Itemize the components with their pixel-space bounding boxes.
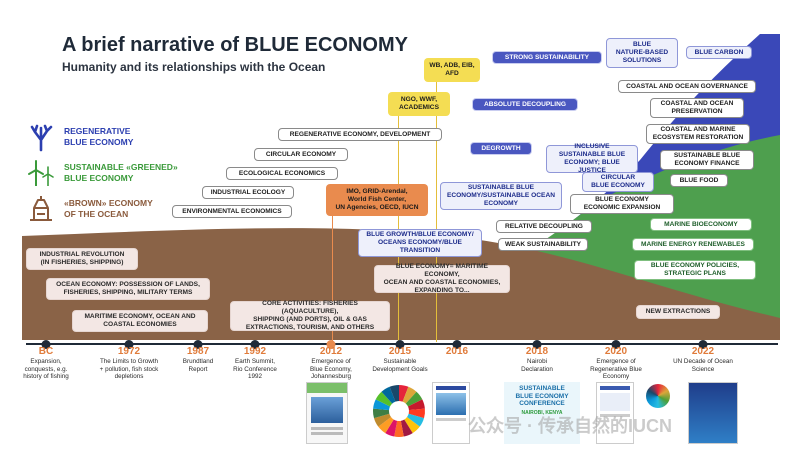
timeline-dot-1972 bbox=[124, 340, 134, 349]
timeline-year-1972: 1972 bbox=[117, 346, 141, 357]
label-weak-sustainability: WEAK SUSTAINABILITY bbox=[498, 238, 588, 251]
label-blue-food: BLUE FOOD bbox=[670, 174, 728, 187]
timeline-year-2012: 2012 bbox=[319, 346, 343, 357]
timeline-event-2022: UN Decade of Ocean Science bbox=[673, 358, 733, 373]
label-coastal-ocean-governance: COASTAL AND OCEAN GOVERNANCE bbox=[618, 80, 756, 93]
thumbnail-report-2016 bbox=[432, 382, 470, 444]
label-circular-economy: CIRCULAR ECONOMY bbox=[254, 148, 348, 161]
timeline-dot-2018 bbox=[532, 340, 542, 349]
label-core-activities: CORE ACTIVITIES: FISHERIES (AQUACULTURE)… bbox=[230, 300, 390, 331]
un-decade-logo bbox=[646, 384, 670, 408]
label-environmental-economics: ENVIRONMENTAL ECONOMICS bbox=[172, 205, 292, 218]
timeline-year-2020: 2020 bbox=[604, 346, 628, 357]
label-development-banks: WB, ADB, EIB, AFD bbox=[424, 58, 480, 82]
label-circular-blue-economy: CIRCULAR BLUE ECONOMY bbox=[582, 172, 654, 192]
coral-icon bbox=[30, 124, 53, 152]
timeline-event-1987: Brundtland Report bbox=[182, 358, 214, 373]
legend-sustainable: SUSTAINABLE «GREENED» BLUE ECONOMY bbox=[26, 158, 178, 188]
label-industrial-ecology: INDUSTRIAL ECOLOGY bbox=[202, 186, 294, 199]
timeline-event-2015: Sustainable Development Goals bbox=[372, 358, 428, 373]
label-absolute-decoupling: ABSOLUTE DECOUPLING bbox=[472, 98, 578, 111]
timeline-dot-BC bbox=[41, 340, 51, 349]
timeline-year-1987: 1987 bbox=[186, 346, 210, 357]
label-degrowth: DEGROWTH bbox=[470, 142, 532, 155]
wind-turbine-icon bbox=[28, 160, 54, 186]
page-subtitle: Humanity and its relationships with the … bbox=[62, 60, 326, 74]
label-inclusive-blue-economy: INCLUSIVE SUSTAINABLE BLUE ECONOMY; BLUE… bbox=[546, 143, 638, 174]
timeline-dot-1992 bbox=[250, 340, 260, 349]
label-ecosystem-restoration: COASTAL AND MARINE ECOSYSTEM RESTORATION bbox=[646, 124, 750, 144]
label-blue-carbon: BLUE CARBON bbox=[686, 46, 752, 59]
legend-brown: «BROWN» ECONOMY OF THE OCEAN bbox=[26, 194, 153, 224]
label-un-agencies: IMO, GRID-Arendal, World Fish Center, UN… bbox=[326, 184, 428, 216]
label-nature-based-solutions: BLUE NATURE-BASED SOLUTIONS bbox=[606, 38, 678, 68]
label-new-extractions: NEW EXTRACTIONS bbox=[636, 305, 720, 319]
timeline-year-2018: 2018 bbox=[525, 346, 549, 357]
label-coastal-ocean-preservation: COASTAL AND OCEAN PRESERVATION bbox=[650, 98, 744, 118]
timeline-event-2018: Nairobi Declaration bbox=[521, 358, 553, 373]
legend-regenerative: REGENERATIVE BLUE ECONOMY bbox=[26, 122, 133, 152]
year-line-2015 bbox=[398, 110, 399, 342]
label-regenerative-economy: REGENERATIVE ECONOMY, DEVELOPMENT bbox=[278, 128, 442, 141]
timeline-event-1992: Earth Summit, Rio Conference 1992 bbox=[233, 358, 277, 381]
label-economic-expansion: BLUE ECONOMY ECONOMIC EXPANSION bbox=[570, 194, 674, 214]
conference-title: SUSTAINABLE BLUE ECONOMY CONFERENCE bbox=[515, 385, 569, 407]
year-line-2016 bbox=[436, 76, 437, 342]
timeline-event-BC: Expansion, conquests, e.g. history of fi… bbox=[23, 358, 69, 381]
year-line-2012 bbox=[332, 200, 333, 342]
timeline-dot-2015 bbox=[395, 340, 405, 349]
page-title: A brief narrative of BLUE ECONOMY bbox=[62, 34, 408, 56]
conference-location: NAIROBI, KENYA bbox=[521, 409, 563, 416]
label-ecological-economics: ECOLOGICAL ECONOMICS bbox=[226, 167, 338, 180]
sdg-wheel-thumbnail bbox=[373, 385, 425, 437]
timeline-event-1972: The Limits to Growth + pollution, fish s… bbox=[99, 358, 159, 381]
label-ocean-economy: OCEAN ECONOMY: POSSESSION OF LANDS, FISH… bbox=[46, 278, 210, 300]
legend-label-regenerative: REGENERATIVE BLUE ECONOMY bbox=[64, 126, 134, 147]
legend-label-brown: «BROWN» ECONOMY OF THE OCEAN bbox=[64, 198, 153, 219]
label-sustainable-finance: SUSTAINABLE BLUE ECONOMY FINANCE bbox=[660, 150, 754, 170]
thumbnail-report-2020 bbox=[596, 382, 634, 444]
label-strong-sustainability: STRONG SUSTAINABILITY bbox=[492, 51, 602, 64]
label-blue-growth: BLUE GROWTH/BLUE ECONOMY/ OCEANS ECONOMY… bbox=[358, 229, 482, 257]
label-ngo-academics: NGO, WWF, ACADEMICS bbox=[388, 92, 450, 116]
legend-label-sustainable: SUSTAINABLE «GREENED» BLUE ECONOMY bbox=[64, 162, 178, 183]
timeline-dot-2022 bbox=[698, 340, 708, 349]
label-industrial-revolution: INDUSTRIAL REVOLUTION (IN FISHERIES, SHI… bbox=[26, 248, 138, 270]
timeline-event-2012: Emergence of Blue Economy, Johannesburg bbox=[310, 358, 352, 381]
thumbnail-report-2022 bbox=[688, 382, 738, 444]
timeline-dot-2012 bbox=[326, 340, 336, 349]
label-marine-bioeconomy: MARINE BIOECONOMY bbox=[650, 218, 752, 231]
label-marine-energy-renewables: MARINE ENERGY RENEWABLES bbox=[632, 238, 754, 251]
timeline-dot-2016 bbox=[452, 340, 462, 349]
timeline-year-2015: 2015 bbox=[388, 346, 412, 357]
timeline-dot-2020 bbox=[611, 340, 621, 349]
timeline-dot-1987 bbox=[193, 340, 203, 349]
label-sustainable-blue-economy: SUSTAINABLE BLUE ECONOMY/SUSTAINABLE OCE… bbox=[440, 182, 562, 210]
watermark: 公众号 · 传承自然的IUCN bbox=[468, 416, 672, 436]
label-blue-economy-maritime: BLUE ECONOMY= MARITIME ECONOMY, OCEAN AN… bbox=[374, 263, 510, 294]
label-maritime-economy: MARITIME ECONOMY, OCEAN AND COASTAL ECON… bbox=[72, 310, 208, 332]
oil-rig-icon bbox=[30, 196, 52, 221]
thumbnail-report-2012 bbox=[306, 382, 348, 444]
timeline-year-1992: 1992 bbox=[243, 346, 267, 357]
timeline-year-BC: BC bbox=[38, 346, 54, 357]
label-blue-economy-policies: BLUE ECONOMY POLICIES, STRATEGIC PLANS bbox=[634, 260, 756, 280]
label-relative-decoupling: RELATIVE DECOUPLING bbox=[496, 220, 592, 233]
timeline-event-2020: Emergence of Regenerative Blue Economy bbox=[590, 358, 642, 381]
timeline-year-2016: 2016 bbox=[445, 346, 469, 357]
timeline-year-2022: 2022 bbox=[691, 346, 715, 357]
thumbnail-conference-2018: SUSTAINABLE BLUE ECONOMY CONFERENCE NAIR… bbox=[504, 382, 580, 444]
sdg-segment bbox=[394, 411, 404, 437]
